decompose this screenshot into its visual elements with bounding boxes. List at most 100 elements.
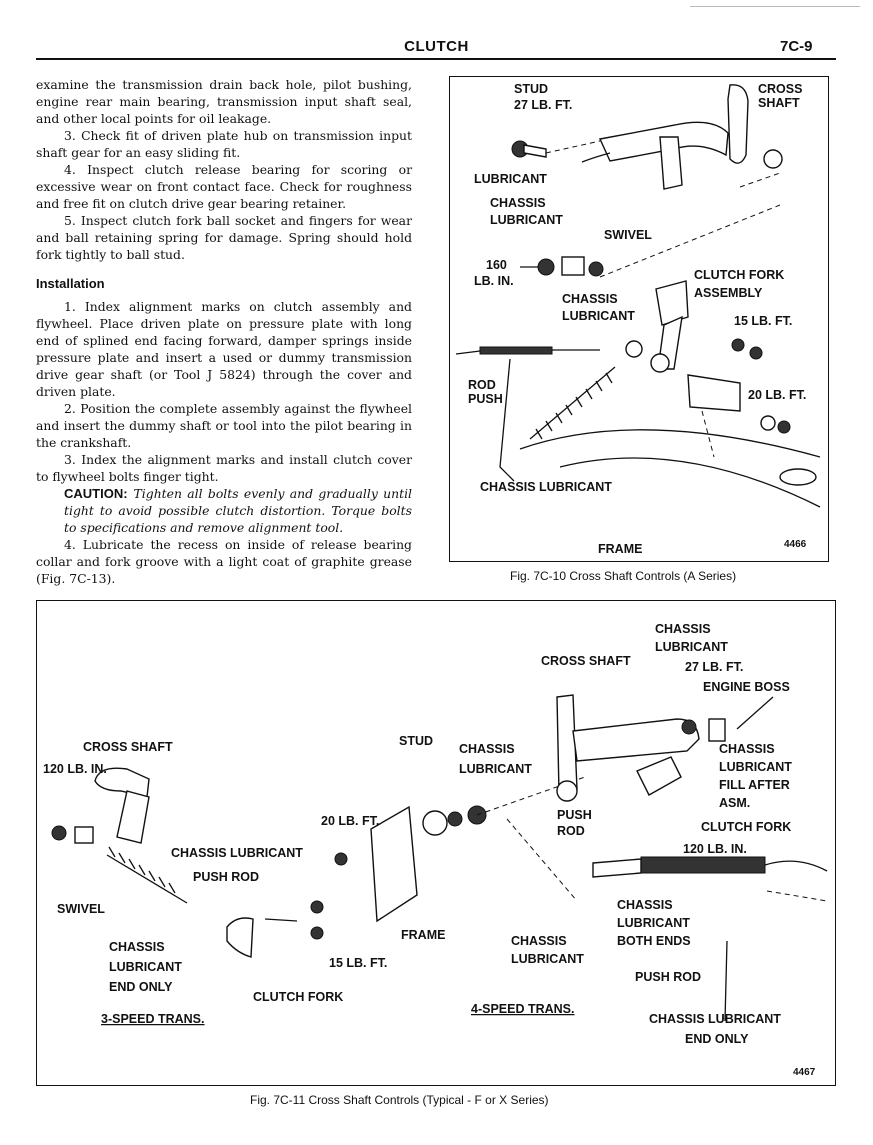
push-rod-thread [479, 346, 553, 355]
label-torque-120-b: 120 LB. IN. [683, 842, 747, 856]
scan-edge-line [690, 6, 860, 7]
label-lubricant-top: LUBRICANT [655, 640, 728, 654]
bolt-15-b [749, 346, 763, 360]
spring-axis [529, 366, 616, 440]
mount-bracket [687, 374, 741, 412]
spring-coils [535, 372, 613, 440]
caution-label: CAUTION: [64, 486, 128, 501]
label-torque-20: 20 LB. FT. [748, 388, 806, 402]
frame-edge-right [764, 860, 828, 872]
label-chassis-2: CHASSIS [562, 292, 618, 306]
label-lubricant-2: LUBRICANT [562, 309, 635, 323]
washer-center [422, 810, 448, 836]
label-both-ends: BOTH ENDS [617, 934, 691, 948]
swivel-block [561, 256, 585, 276]
clutch-fork-left [226, 917, 254, 958]
cross-shaft-right-tube [556, 694, 578, 794]
label-frame: FRAME [598, 542, 642, 556]
clip-hook [581, 152, 611, 163]
label-chassis-both: CHASSIS [617, 898, 673, 912]
label-end-only-right: END ONLY [685, 1032, 749, 1046]
fork-ball [650, 353, 670, 373]
mount-bracket-center [370, 805, 418, 923]
label-lb-in: LB. IN. [474, 274, 514, 288]
stud-shank [523, 144, 547, 158]
label-push: PUSH [468, 392, 503, 406]
frame-guide-right [766, 890, 828, 902]
fork-edge [264, 918, 298, 922]
label-lubricant-middle: LUBRICANT [459, 762, 532, 776]
label-4-speed-trans: 4-SPEED TRANS. [471, 1002, 575, 1016]
label-chassis-bottom: CHASSIS [511, 934, 567, 948]
label-chassis-lubricant: CHASSIS LUBRICANT [480, 480, 612, 494]
label-fill-after: FILL AFTER [719, 778, 790, 792]
swivel-nut-left [51, 825, 67, 841]
label-frame: FRAME [401, 928, 445, 942]
push-rod-left-thread [108, 846, 176, 894]
stud-guide-line [476, 776, 586, 816]
nut-20-a [760, 415, 776, 431]
label-end-only: END ONLY [109, 980, 173, 994]
label-lubricant-bottom: LUBRICANT [511, 952, 584, 966]
swivel-block-left [74, 826, 94, 844]
label-swivel: SWIVEL [604, 228, 652, 242]
nut-center [447, 811, 463, 827]
step-5-inspect: 5. Inspect clutch fork ball socket and f… [36, 213, 412, 262]
label-chassis-1: CHASSIS [490, 196, 546, 210]
label-push-rod-right: PUSH ROD [635, 970, 701, 984]
label-torque-120-a: 120 LB. IN. [43, 762, 107, 776]
label-torque-27: 27 LB. FT. [685, 660, 743, 674]
push-rod-right [592, 858, 642, 878]
label-cross-shaft-right: CROSS SHAFT [541, 654, 631, 668]
cross-shaft-left-lever [116, 790, 150, 844]
label-assembly: ASSEMBLY [694, 286, 763, 300]
figure-7c-10-caption: Fig. 7C-10 Cross Shaft Controls (A Serie… [510, 569, 737, 583]
caution-text: Tighten all bolts evenly and gradually u… [64, 486, 412, 535]
cross-shaft-left [94, 767, 150, 798]
engine-boss-nut [681, 719, 697, 735]
label-torque-160: 160 [486, 258, 507, 272]
label-chassis-top: CHASSIS [655, 622, 711, 636]
label-rod-right-1: ROD [557, 824, 585, 838]
engine-boss-pointer [736, 696, 774, 730]
label-clutch-fork-right: CLUTCH FORK [701, 820, 791, 834]
nut-20-b [777, 420, 791, 434]
label-lubricant-both: LUBRICANT [617, 916, 690, 930]
section-heading-installation: Installation [36, 276, 105, 291]
caution-note: CAUTION:Tighten all bolts evenly and gra… [36, 485, 412, 536]
swivel-nut [537, 258, 555, 276]
page-number: 7C-9 [780, 38, 813, 55]
label-push-rod-left: PUSH ROD [193, 870, 259, 884]
install-step-4: 4. Lubricate the recess on inside of rel… [36, 537, 412, 586]
spring-right [640, 856, 766, 874]
label-push-right-1: PUSH [557, 808, 592, 822]
label-stud-torque: 27 LB. FT. [514, 98, 572, 112]
stud-guide-line [545, 140, 601, 154]
step-4-inspect: 4. Inspect clutch release bearing for sc… [36, 162, 412, 211]
clutch-fork-body [655, 280, 689, 326]
frame-lower-edge [559, 457, 821, 508]
label-torque-15: 15 LB. FT. [329, 956, 387, 970]
cross-shaft-right-lever [636, 756, 682, 796]
label-lubricant-1: LUBRICANT [490, 213, 563, 227]
label-chassis-middle: CHASSIS [459, 742, 515, 756]
push-rod-left [106, 854, 188, 904]
label-torque-15: 15 LB. FT. [734, 314, 792, 328]
label-swivel: SWIVEL [57, 902, 105, 916]
label-3-speed-trans: 3-SPEED TRANS. [101, 1012, 205, 1026]
bolt-15-b [310, 900, 324, 914]
label-cross-shaft-left: CROSS SHAFT [83, 740, 173, 754]
cross-shaft-right-arm [572, 718, 700, 762]
cross-shaft-ball [763, 149, 783, 169]
push-rod-end [455, 350, 481, 355]
label-chassis-end: CHASSIS [109, 940, 165, 954]
figure-7c-10: STUD 27 LB. FT. CROSS SHAFT LUBRICANT CH… [449, 76, 829, 562]
figure-7c-11-drawing: CHASSIS LUBRICANT CROSS SHAFT 27 LB. FT.… [43, 622, 828, 1078]
bolt-15-a [731, 338, 745, 352]
label-chassis-right: CHASSIS [719, 742, 775, 756]
label-lubricant: LUBRICANT [474, 172, 547, 186]
cross-shaft-lever [659, 136, 683, 190]
shaft-guide-line [739, 172, 781, 188]
body-text-column: examine the transmission drain back hole… [36, 76, 412, 587]
label-cross: CROSS [758, 82, 802, 96]
